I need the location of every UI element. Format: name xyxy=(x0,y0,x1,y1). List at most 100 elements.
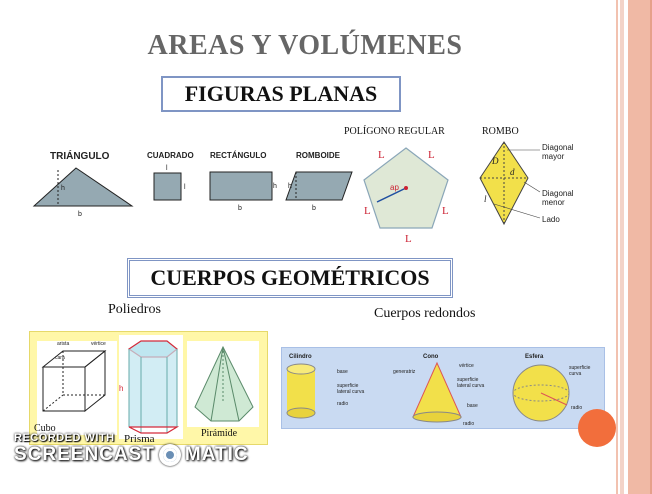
slide-decor-strip xyxy=(620,0,652,494)
cylinder-top xyxy=(286,363,316,375)
triangle-b-label: b xyxy=(78,211,82,218)
decor-orange-circle xyxy=(578,409,616,447)
rectangle-figure: h b xyxy=(209,171,277,212)
prism-h-label: h xyxy=(119,384,123,393)
rhomboid-h-label: h xyxy=(288,183,292,190)
cylinder-surface-line1: superficie xyxy=(337,383,359,389)
cone-figure: Cono vértice generatriz superficie later… xyxy=(393,354,484,427)
cone-vertex-label: vértice xyxy=(459,363,474,369)
pyramid-edge-1 xyxy=(210,346,224,422)
cube-bg xyxy=(37,341,117,435)
rhombus-diag-major-line1: Diagonal xyxy=(542,143,574,152)
cube-arista-label: arista xyxy=(57,341,69,347)
rhombus-diag-minor-line1: Diagonal xyxy=(542,189,574,198)
apothem-line xyxy=(376,187,407,203)
section-plane-figures: FIGURAS PLANAS xyxy=(161,76,401,112)
triangle-shape xyxy=(32,167,134,207)
sphere-radius-label: radio xyxy=(571,405,582,411)
rhomboid-b-label: b xyxy=(312,205,316,212)
section-plane-figures-label: FIGURAS PLANAS xyxy=(184,81,378,106)
pyramid-edge-2 xyxy=(222,346,240,422)
prism-figure: h xyxy=(119,335,183,439)
polygon-side-label-2: L xyxy=(428,149,435,161)
sphere-label: Esfera xyxy=(525,354,544,360)
section-solids-label: CUERPOS GEOMÉTRICOS xyxy=(150,265,430,290)
cone-radius-label: radio xyxy=(463,421,474,427)
cone-surface-line1: superficie xyxy=(457,377,479,383)
record-icon xyxy=(158,444,181,466)
cylinder-surface-line2: lateral curva xyxy=(337,389,364,395)
square-l-side-label: l xyxy=(184,184,186,191)
watermark-screencast: SCREENCAST xyxy=(14,444,155,465)
cube-label: Cubo xyxy=(34,423,56,434)
slide-title: AREAS Y VOLÚMENES xyxy=(147,30,463,61)
rhomboid-figure: h b xyxy=(285,171,353,212)
rectangle-h-label: h xyxy=(273,183,277,190)
polygon-label: POLÍGONO REGULAR xyxy=(344,126,445,137)
rhombus-label: ROMBO xyxy=(482,126,519,137)
cylinder-radius-label: radio xyxy=(337,401,348,407)
cube-cara-label: cara xyxy=(55,355,65,361)
sphere-surface-line1: superficie xyxy=(569,365,591,371)
polygon-figure: ap L L L L L xyxy=(363,147,449,245)
pyramid-figure xyxy=(187,341,259,427)
sphere-figure: Esfera superficie curva radio xyxy=(512,354,591,422)
triangle-label: TRIÁNGULO xyxy=(50,151,110,162)
pyramid-label: Pirámide xyxy=(201,428,238,439)
cylinder-bottom xyxy=(286,407,316,419)
rhombus-figure: D d l Diagonal mayor Diagonal menor Lado xyxy=(479,141,574,226)
prism-label: Prisma xyxy=(124,433,155,445)
polyhedra-label: Poliedros xyxy=(108,302,161,317)
rectangle-label: RECTÁNGULO xyxy=(210,151,267,160)
polygon-side-label-4: L xyxy=(442,205,449,217)
triangle-h-label: h xyxy=(61,185,65,192)
polygon-side-label-5: L xyxy=(405,233,412,245)
cylinder-figure: Cilindro base superficie lateral curva r… xyxy=(286,354,364,419)
rectangle-shape xyxy=(209,171,273,201)
rhombus-D-label: D xyxy=(491,156,499,166)
pentagon-center-dot xyxy=(404,186,408,190)
rhombus-diag-minor-line2: menor xyxy=(542,198,565,207)
cube-figure: arista vértice cara xyxy=(37,341,117,435)
cylinder-label: Cilindro xyxy=(289,354,312,360)
square-l-top-label: l xyxy=(166,165,168,172)
rhombus-pointer-minor xyxy=(523,181,541,193)
polygon-side-label-1: L xyxy=(378,149,385,161)
round-bodies-figures: Cilindro base superficie lateral curva r… xyxy=(286,354,591,427)
cone-generatrix-label: generatriz xyxy=(393,369,416,375)
watermark-line2: SCREENCAST MATIC xyxy=(14,444,249,466)
square-label: CUADRADO xyxy=(147,151,194,160)
square-shape xyxy=(153,172,182,201)
watermark-matic: MATIC xyxy=(184,444,249,465)
round-bodies-label: Cuerpos redondos xyxy=(374,306,476,321)
cube-vertice-label: vértice xyxy=(91,341,106,347)
prism-bottom-face xyxy=(128,426,180,434)
triangle-figure: h b xyxy=(32,167,134,218)
watermark-line1: RECORDED WITH xyxy=(14,432,115,444)
rhombus-d-label: d xyxy=(510,167,515,177)
square-figure: l l xyxy=(153,165,186,201)
section-solids: CUERPOS GEOMÉTRICOS xyxy=(127,258,453,298)
prism-body xyxy=(129,349,177,427)
apothem-label: ap xyxy=(390,183,399,192)
sphere-radius-line xyxy=(540,392,568,406)
pyramid-shape xyxy=(194,345,254,422)
rhombus-diag-major-line2: mayor xyxy=(542,152,565,161)
sphere-equator xyxy=(512,384,570,402)
polygon-side-label-3: L xyxy=(364,205,371,217)
cube-hidden-edge-d xyxy=(42,394,64,412)
sphere-surface-line2: curva xyxy=(569,371,581,377)
rhombus-pointer-side xyxy=(493,203,541,219)
rhombus-l-label: l xyxy=(484,194,487,204)
polyhedra-figures: arista vértice cara h xyxy=(37,335,259,439)
cone-base xyxy=(412,411,462,423)
cone-base-label: base xyxy=(467,403,478,409)
rhomboid-label: ROMBOIDE xyxy=(296,151,340,160)
cone-label: Cono xyxy=(423,354,439,360)
cone-surface-line2: lateral curva xyxy=(457,383,484,389)
rectangle-b-label: b xyxy=(238,205,242,212)
cylinder-base-label: base xyxy=(337,369,348,375)
rhomboid-shape xyxy=(285,171,353,201)
screencast-watermark: RECORDED WITH SCREENCAST MATIC xyxy=(14,432,249,466)
cylinder-body xyxy=(287,369,315,413)
